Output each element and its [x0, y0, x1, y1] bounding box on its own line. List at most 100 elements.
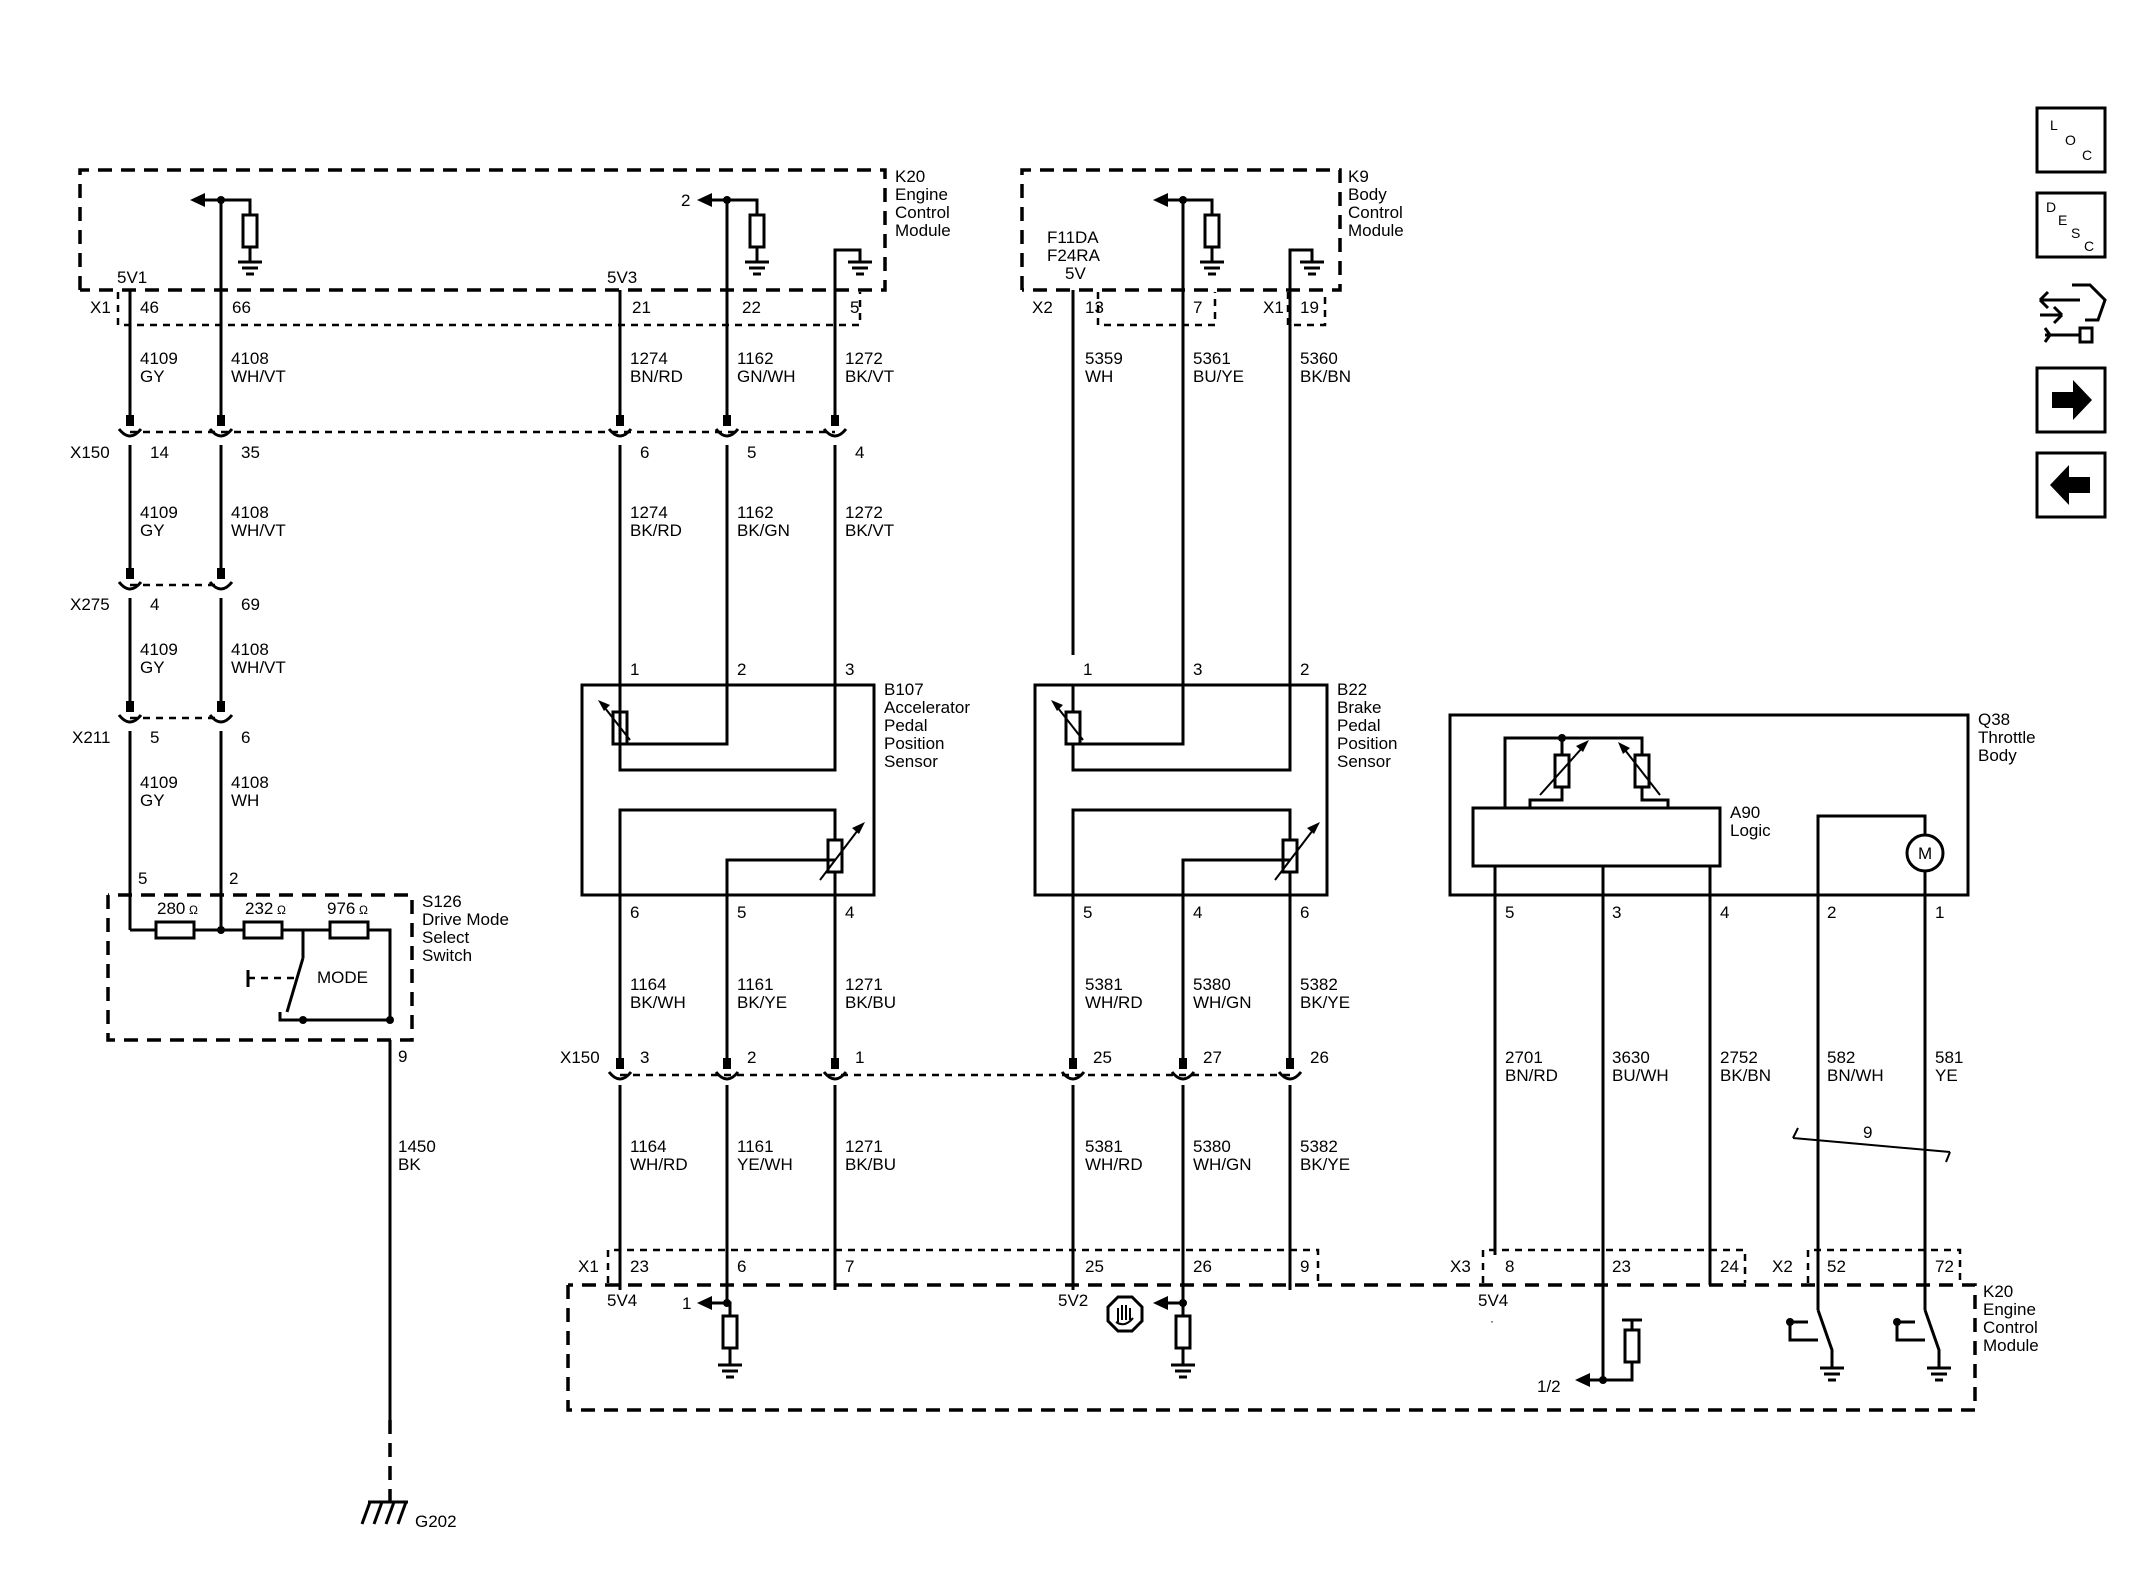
connector-pin-glyph — [217, 568, 225, 579]
desc-letter-e: E — [2058, 212, 2067, 228]
x211-pin-6: 6 — [241, 728, 250, 747]
k20-bottom-module: K20 Engine Control Module X1 X3 X2 23 6 … — [566, 1248, 2039, 1412]
b22-pin-5: 5 — [1083, 903, 1092, 922]
w5382b-num: 5382 — [1300, 1137, 1338, 1156]
x275-label: X275 — [70, 595, 110, 614]
connector-socket-glyph — [208, 428, 234, 438]
nav-back-button[interactable] — [2035, 451, 2107, 519]
b107-pin-4: 4 — [845, 903, 854, 922]
k20b-pin-9: 9 — [1300, 1257, 1309, 1276]
k20b-pin-23: 23 — [630, 1257, 649, 1276]
q38-throttle-body: Q38 Throttle Body A90 Logic M 5 3 4 2 1 — [1448, 710, 2036, 922]
w2701-num: 2701 — [1505, 1048, 1543, 1067]
k20-pin-21: 21 — [632, 298, 651, 317]
b22-pin-1: 1 — [1083, 660, 1092, 679]
x150-upper-connector: X150 14 35 6 5 4 — [70, 430, 864, 462]
resistor-280: 280 — [157, 899, 185, 918]
w1274b-num: 1274 — [630, 503, 668, 522]
resistor-280-unit: Ω — [189, 903, 198, 917]
k20b-pin-72: 72 — [1935, 1257, 1954, 1276]
connector-pin-glyph — [1286, 1058, 1294, 1069]
w5382a-color: BK/YE — [1300, 993, 1350, 1012]
x275-connector: X275 4 69 4109 GY 4108 WH/VT — [70, 583, 286, 710]
connector-socket-glyph — [1170, 1071, 1196, 1081]
b107-pin-3: 3 — [845, 660, 854, 679]
w5382a-num: 5382 — [1300, 975, 1338, 994]
resistor-976: 976 — [327, 899, 355, 918]
q38-pin-3: 3 — [1612, 903, 1621, 922]
k20b-5v4a: 5V4 — [607, 1291, 637, 1310]
w5359-color: WH — [1085, 367, 1113, 386]
k20b-5v2: 5V2 — [1058, 1291, 1088, 1310]
k20-bottom-label-4: Module — [1983, 1336, 2039, 1355]
s126-drive-mode-switch: S126 Drive Mode Select Switch 5 2 9 280 … — [106, 869, 509, 1531]
k20b-pin-23b: 23 — [1612, 1257, 1631, 1276]
s126-label-3: Select — [422, 928, 470, 947]
w5359-num: 5359 — [1085, 349, 1123, 368]
k20b-dot: · — [1490, 1314, 1494, 1328]
k9-pin-19: 19 — [1300, 298, 1319, 317]
x211-label: X211 — [72, 728, 110, 747]
b107-pin-6: 6 — [630, 903, 639, 922]
a90-label-1: A90 — [1730, 803, 1760, 822]
k20b-x1-label: X1 — [578, 1257, 599, 1276]
b22-label-5: Sensor — [1337, 752, 1391, 771]
connector-pin-glyph — [616, 1058, 624, 1069]
w1162a-color: GN/WH — [737, 367, 796, 386]
arrow-left-icon — [2050, 465, 2090, 505]
w4109b-color: GY — [140, 521, 165, 540]
nav-next-button[interactable] — [2035, 366, 2107, 434]
loc-letter-o: O — [2065, 132, 2076, 148]
w1162a-num: 1162 — [737, 349, 774, 368]
q38-pin-2: 2 — [1827, 903, 1836, 922]
k9-label-4: Module — [1348, 221, 1404, 240]
q38-label-2: Throttle — [1978, 728, 2036, 747]
w4108c-num: 4108 — [231, 640, 269, 659]
w5382b-color: BK/YE — [1300, 1155, 1350, 1174]
k20-top-label-3: Control — [895, 203, 950, 222]
k20-pin-5: 5 — [850, 298, 859, 317]
k9-supply-2: F24RA — [1047, 246, 1101, 265]
w4109d-num: 4109 — [140, 773, 178, 792]
w5381a-color: WH/RD — [1085, 993, 1143, 1012]
x150b-pin-3: 3 — [640, 1048, 649, 1067]
w2752-num: 2752 — [1720, 1048, 1758, 1067]
k9-body-control-module: K9 Body Control Module F11DA F24RA 5V X2… — [1020, 167, 1404, 335]
nav-desc-button[interactable]: D E S C — [2035, 191, 2107, 259]
resistor-976-unit: Ω — [359, 903, 368, 917]
b22-pin-3: 3 — [1193, 660, 1202, 679]
w5380b-num: 5380 — [1193, 1137, 1231, 1156]
x150-pin-14: 14 — [150, 443, 169, 462]
k20-top-label-1: K20 — [895, 167, 925, 186]
nav-loc-button[interactable]: L O C — [2035, 106, 2107, 174]
k9-pin-7: 7 — [1193, 298, 1202, 317]
b107-label-5: Sensor — [884, 752, 938, 771]
connector-glyphs — [117, 415, 1303, 1081]
w4108b-color: WH/VT — [231, 521, 286, 540]
w1162b-color: BK/GN — [737, 521, 790, 540]
w1164a-num: 1164 — [630, 975, 667, 994]
w1271b-num: 1271 — [845, 1137, 883, 1156]
w582-num: 582 — [1827, 1048, 1855, 1067]
connector-socket-glyph — [714, 1071, 740, 1081]
w1271b-color: BK/BU — [845, 1155, 896, 1174]
k20b-ref-1-2: 1/2 — [1537, 1377, 1561, 1396]
mode-button-label: MODE — [317, 968, 368, 987]
b22-pin-2: 2 — [1300, 660, 1309, 679]
k20b-pin-6: 6 — [737, 1257, 746, 1276]
w5380a-color: WH/GN — [1193, 993, 1252, 1012]
connector-socket-glyph — [1060, 1071, 1086, 1081]
k20b-ref-1: 1 — [682, 1294, 691, 1313]
w4109c-color: GY — [140, 658, 165, 677]
b107-label-3: Pedal — [884, 716, 927, 735]
k20-top-label-4: Module — [895, 221, 951, 240]
k20-5v3-label: 5V3 — [607, 268, 637, 287]
connector-wrench-icon[interactable] — [2038, 283, 2107, 344]
q38-label-1: Q38 — [1978, 710, 2010, 729]
connector-socket-glyph — [607, 1071, 633, 1081]
w1274b-color: BK/RD — [630, 521, 682, 540]
k20b-x3-label: X3 — [1450, 1257, 1471, 1276]
w5361-num: 5361 — [1193, 349, 1231, 368]
k20-bottom-label-3: Control — [1983, 1318, 2038, 1337]
